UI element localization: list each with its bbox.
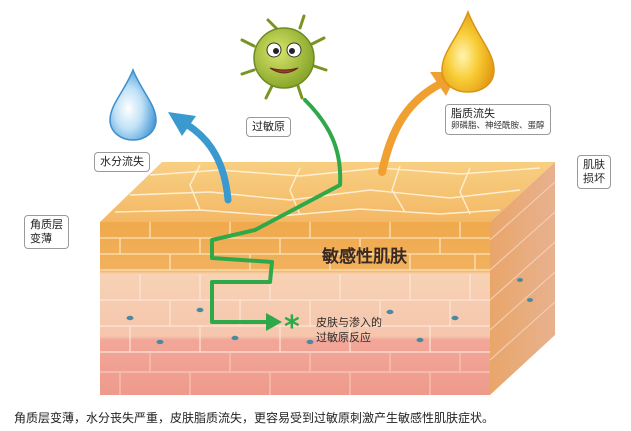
allergen-path-arrowhead (266, 313, 282, 331)
reaction-label-line1: 皮肤与渗入的 (316, 315, 382, 329)
water-drop-icon (109, 68, 157, 141)
lipid-loss-sublabel: 卵磷脂、神经酰胺、蛋醇 (451, 121, 545, 131)
allergen-germ-icon (240, 14, 328, 100)
stratum-bricks (100, 222, 490, 271)
stratum-thin-label: 角质层 变薄 (24, 215, 69, 249)
allergen-path (210, 98, 343, 324)
lipid-loss-arrow (378, 80, 444, 176)
dermis-cells (100, 352, 490, 395)
skin-damage-label: 肌肤 损坏 (577, 155, 611, 189)
water-loss-arrow (182, 120, 232, 204)
water-loss-label: 水分流失 (94, 152, 150, 172)
lipid-loss-label: 脂质流失 卵磷脂、神经酰胺、蛋醇 (445, 104, 551, 135)
side-cells (489, 181, 556, 361)
cell-nuclei (126, 278, 533, 345)
skin-front-face (100, 222, 490, 395)
water-loss-arrowhead (168, 112, 196, 136)
sensitive-skin-label: 敏感性肌肤 (321, 246, 408, 267)
epidermis-cells (100, 274, 490, 353)
diagram-caption: 角质层变薄，水分丧失严重，皮肤脂质流失，更容易受到过敏原刺激产生敏感性肌肤症状。 (14, 411, 495, 425)
lipid-drop-icon (441, 9, 495, 93)
reaction-star: * (284, 310, 300, 345)
reaction-label-line2: 过敏原反应 (316, 330, 371, 344)
allergen-label: 过敏原 (246, 117, 291, 137)
skin-side-face (490, 162, 555, 395)
